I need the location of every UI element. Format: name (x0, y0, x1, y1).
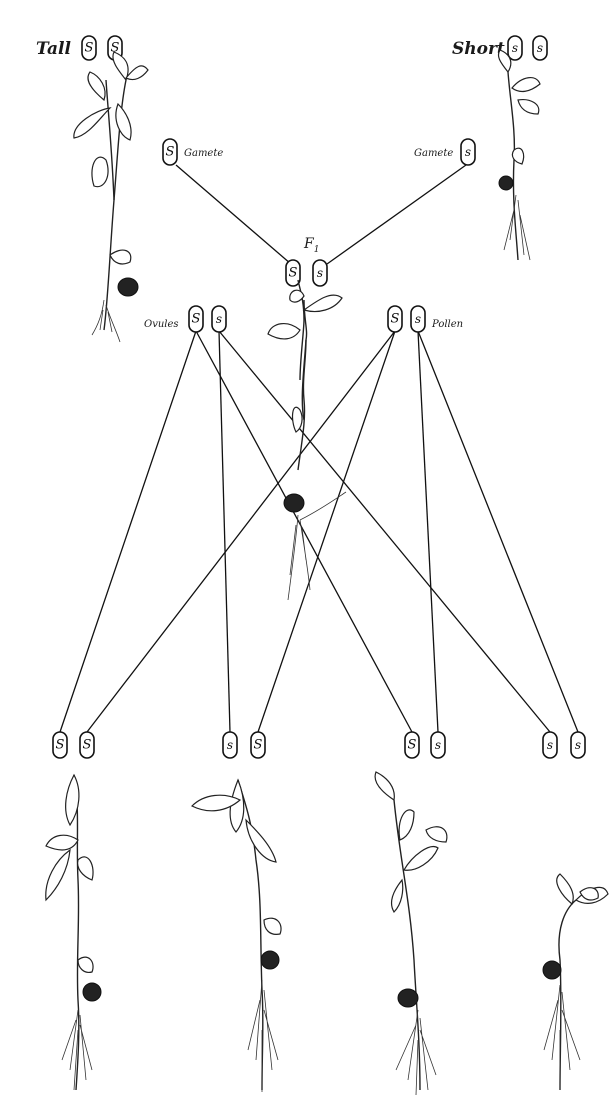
svg-text:s: s (415, 312, 421, 326)
f2-plant-1 (45, 773, 102, 1091)
gamete-right-label: Gamete (414, 148, 453, 159)
gene-capsule: s (410, 305, 426, 333)
pollen-label: Pollen (431, 319, 463, 330)
svg-text:s: s (537, 41, 543, 55)
line-pollen-s-to-f2c (417, 330, 439, 733)
gene-capsule: S (188, 305, 204, 333)
pollen: S s Pollen (387, 305, 463, 333)
gene-capsule: S (387, 305, 403, 333)
f1-generation: F1 S s (285, 236, 328, 287)
f2-genotype-2: s S (222, 731, 266, 759)
parent-short: Short s s (452, 35, 548, 61)
gene-capsule: S (285, 259, 301, 287)
line-ovule-s-to-f2d (218, 330, 551, 733)
ovules-label: Ovules (144, 319, 179, 330)
gene-capsule: s (312, 259, 328, 287)
svg-text:s: s (575, 738, 581, 752)
line-gamete-s-to-f1 (175, 164, 292, 265)
line-pollen-S-to-f2a (86, 330, 396, 733)
line-ovule-S-to-f2c (195, 330, 413, 733)
parent-tall: Tall S S (36, 35, 123, 61)
svg-text:s: s (435, 738, 441, 752)
f2-genotype-1: S S (52, 731, 95, 759)
gene-capsule: S (81, 35, 97, 61)
gene-capsule: s (532, 35, 548, 61)
f1-label: F1 (303, 236, 319, 255)
svg-text:s: s (465, 145, 471, 159)
f1-plant (267, 279, 347, 601)
gene-capsule: s (507, 35, 523, 61)
line-ovule-s-to-f2b (218, 330, 231, 733)
gamete-left-label: Gamete (184, 148, 223, 159)
parent-tall-label: Tall (36, 39, 71, 59)
svg-text:s: s (317, 266, 323, 280)
ovules: Ovules S s (144, 305, 227, 333)
svg-text:s: s (547, 738, 553, 752)
gamete-left: S Gamete (162, 138, 223, 166)
svg-text:s: s (512, 41, 518, 55)
svg-text:S: S (254, 738, 263, 753)
line-ovule-S-to-f2a (59, 330, 197, 733)
line-pollen-S-to-f2b (257, 330, 396, 733)
parent-short-label: Short (452, 39, 505, 59)
f2-genotype-4: s s (542, 731, 586, 759)
f2-plant-3 (374, 771, 448, 1096)
svg-text:S: S (166, 145, 175, 160)
svg-text:s: s (227, 738, 233, 752)
line-pollen-s-to-f2d (417, 330, 579, 733)
gene-capsule: s (211, 305, 227, 333)
f2-genotype-3: S s (404, 731, 446, 759)
cross-lines (59, 164, 579, 733)
line-gamete-s-lower-to-f1 (326, 164, 467, 265)
svg-text:S: S (408, 738, 417, 753)
short-parent-plant (497, 49, 541, 261)
svg-text:s: s (216, 312, 222, 326)
svg-text:S: S (111, 41, 120, 56)
svg-text:S: S (83, 738, 92, 753)
svg-text:S: S (289, 266, 298, 281)
svg-text:S: S (391, 312, 400, 327)
svg-text:S: S (85, 41, 94, 56)
f2-plant-2 (190, 778, 282, 1092)
svg-text:S: S (56, 738, 65, 753)
f2-plant-4 (542, 873, 609, 1091)
gamete-right: Gamete s (414, 138, 476, 166)
svg-text:S: S (192, 312, 201, 327)
tall-parent-plant (73, 51, 149, 343)
